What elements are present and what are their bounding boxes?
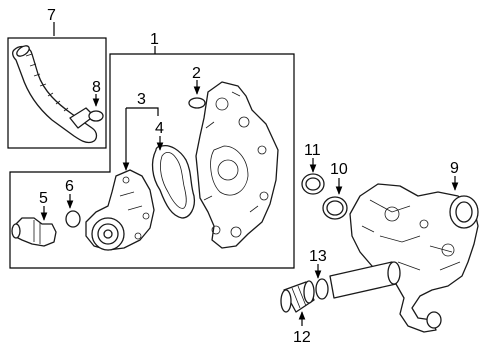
thermostat-housing-part	[349, 183, 479, 333]
callout-6: 6	[65, 178, 74, 195]
callout-7: 7	[47, 7, 56, 24]
coolant-pipe	[329, 261, 401, 299]
leader-3	[125, 107, 159, 164]
o-ring-part-6	[65, 210, 81, 228]
gasket-part	[151, 144, 196, 219]
callout-13: 13	[309, 248, 327, 265]
o-ring-part-2	[188, 97, 206, 109]
coolant-hose-part	[12, 45, 98, 144]
fitting-part-5	[11, 217, 57, 247]
connector-part-12	[280, 280, 315, 313]
callout-8: 8	[92, 79, 101, 96]
o-ring-part-13	[315, 278, 329, 300]
box-hose-group	[7, 37, 107, 149]
box-pump-group	[9, 53, 295, 269]
callout-2: 2	[192, 65, 201, 82]
callout-5: 5	[39, 190, 48, 207]
callout-1: 1	[150, 31, 159, 48]
housing-part	[195, 81, 279, 249]
seal-part-11	[301, 173, 325, 195]
callout-9: 9	[450, 160, 459, 177]
callout-4: 4	[155, 120, 164, 137]
water-pump-part	[85, 169, 155, 251]
callout-11: 11	[304, 142, 321, 159]
callout-12: 12	[293, 329, 311, 346]
o-ring-part-8	[88, 110, 104, 122]
callout-10: 10	[330, 161, 348, 178]
seal-part-10	[322, 196, 348, 220]
callout-3: 3	[137, 91, 146, 108]
